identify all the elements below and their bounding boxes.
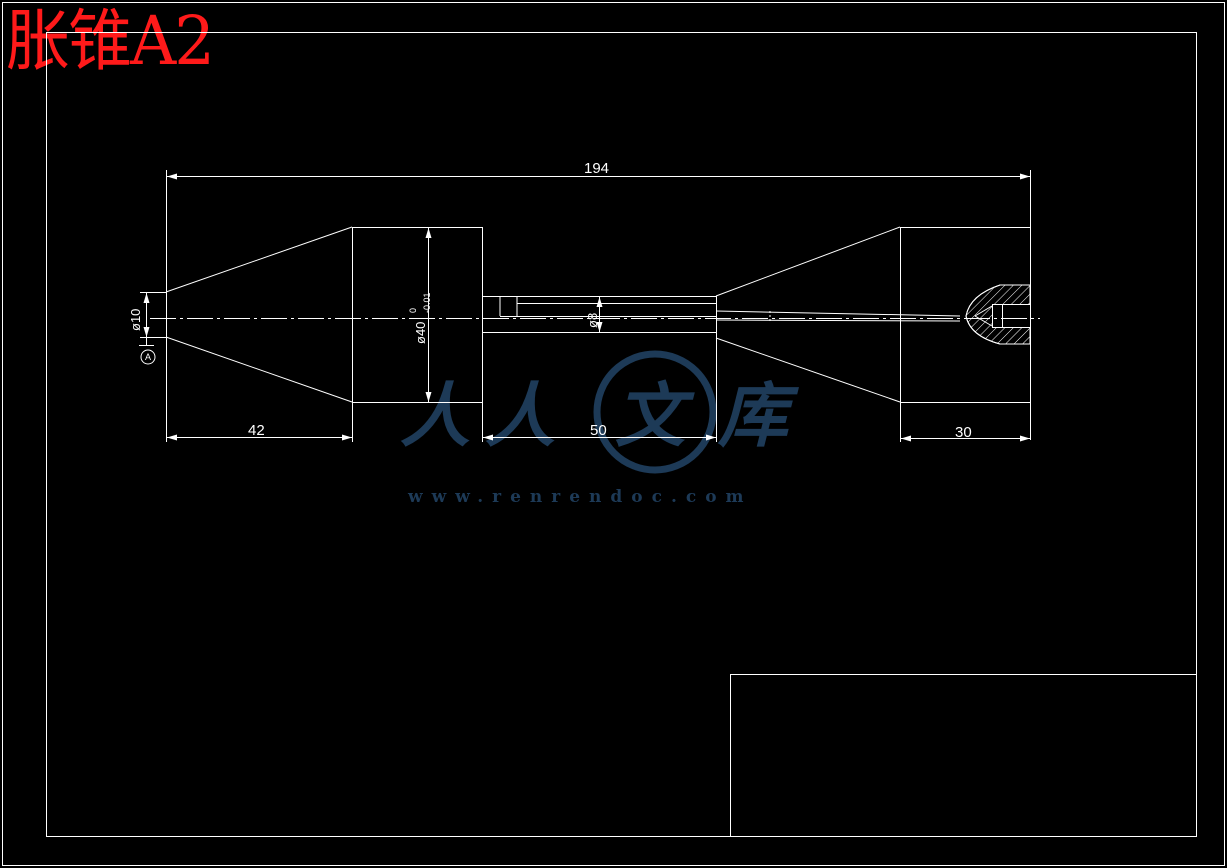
drawing-title: 胀锥A2 xyxy=(6,3,215,81)
dimension-labels: 194 42 50 30 ø10 ø40 0 -0.01 ø8 A xyxy=(128,160,972,441)
dim-body-tol-upper: 0 xyxy=(408,308,418,313)
part-outline xyxy=(165,215,1031,440)
datum-label: A xyxy=(145,352,151,362)
dim-neck-label: 50 xyxy=(590,422,607,439)
watermark-char-4: 库 xyxy=(717,374,799,457)
dim-left-taper-label: 42 xyxy=(248,422,265,439)
dimensions xyxy=(139,170,1031,442)
watermark-char-3: 文 xyxy=(615,374,695,457)
watermark-char-2: 人 xyxy=(485,374,555,457)
watermark: 人 人 文 库 www.renrendoc.com xyxy=(400,350,799,507)
inner-border xyxy=(46,32,1197,837)
dim-overall-label: 194 xyxy=(584,160,609,177)
dim-body-tol-lower: -0.01 xyxy=(422,292,432,313)
watermark-circle xyxy=(593,350,717,474)
watermark-url: www.renrendoc.com xyxy=(407,487,753,507)
title-block xyxy=(730,674,1197,837)
datum-circle xyxy=(140,349,156,365)
watermark-char-1: 人 xyxy=(400,374,470,457)
dim-bore-diameter-label: ø8 xyxy=(585,313,600,328)
left-body xyxy=(352,227,483,403)
dim-body-diameter-label: ø40 xyxy=(413,322,428,344)
dim-right-body-label: 30 xyxy=(955,424,972,441)
dim-tip-diameter-label: ø10 xyxy=(128,309,143,331)
